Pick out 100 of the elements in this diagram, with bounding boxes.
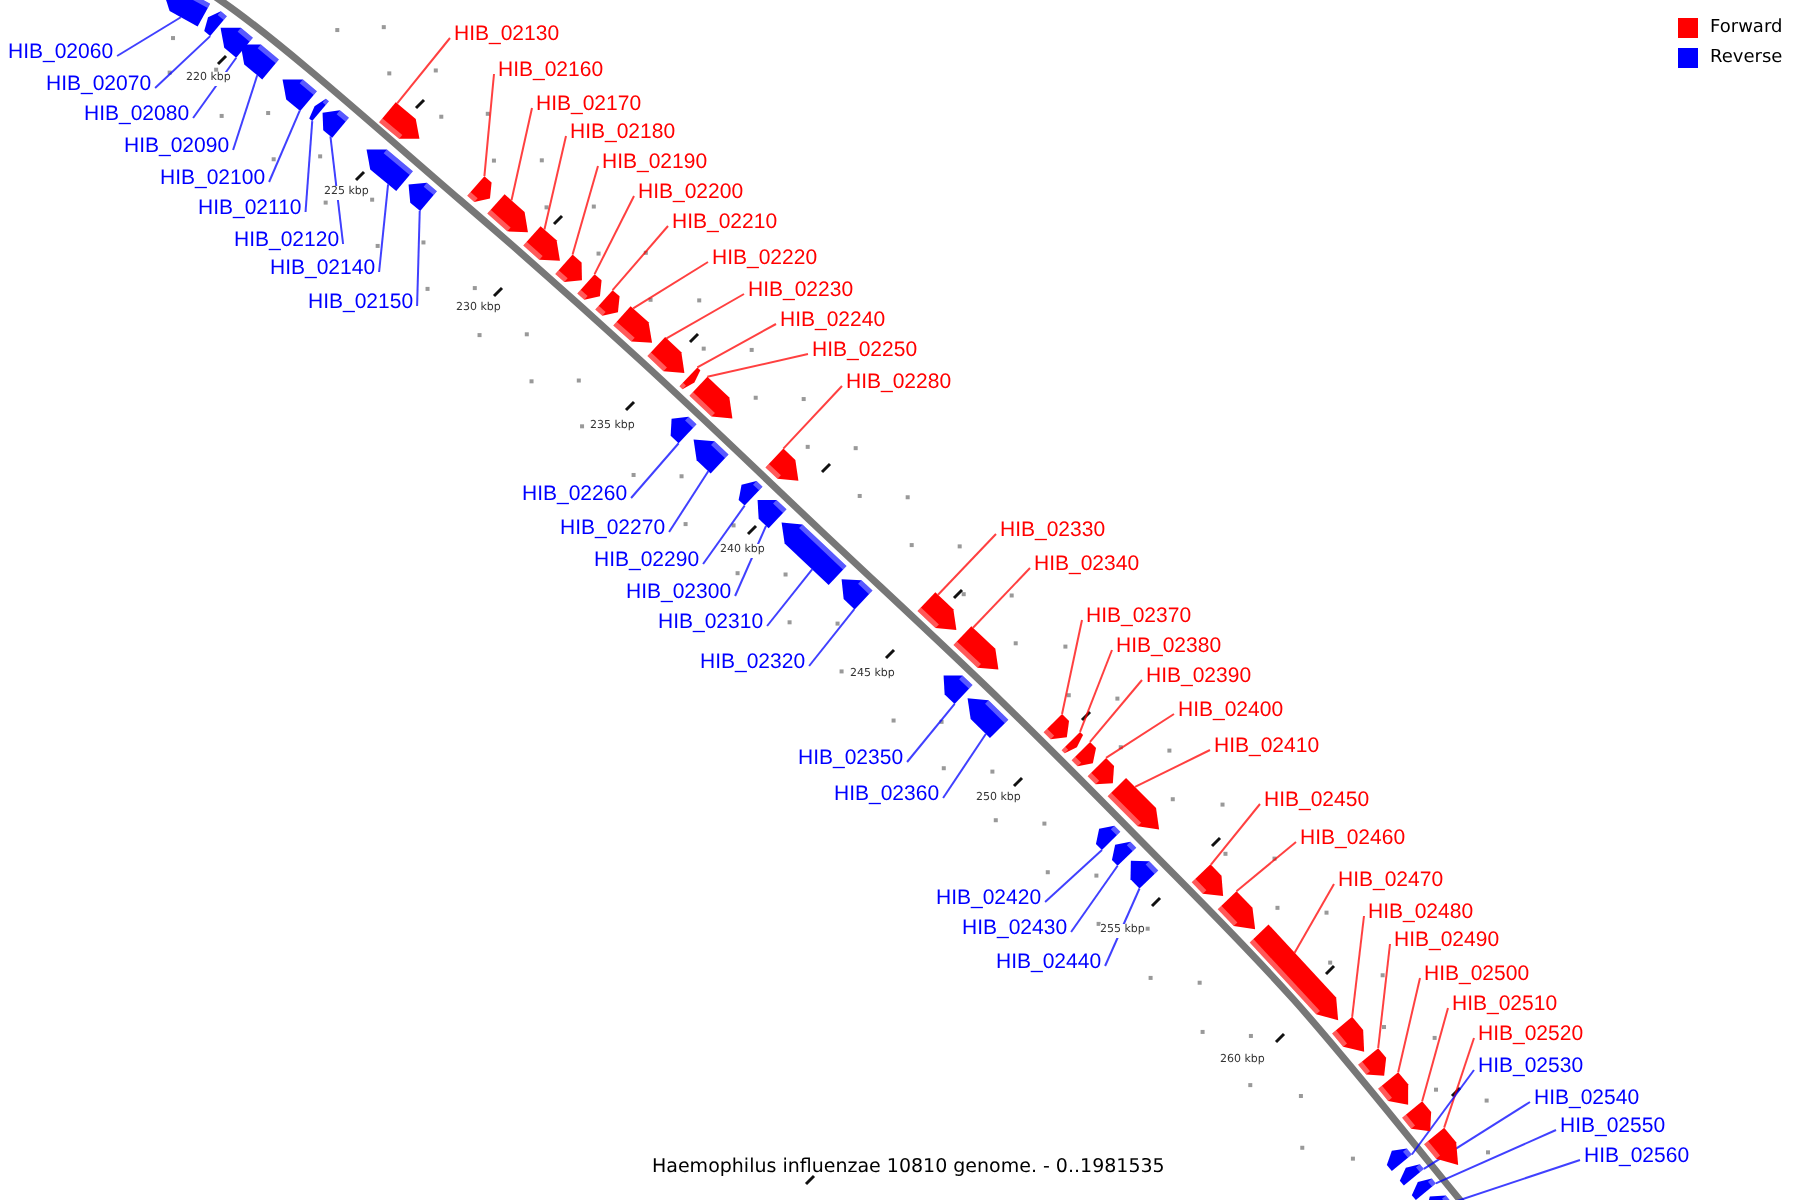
leader-line: [268, 109, 301, 183]
gene-glyph: [204, 11, 227, 37]
gene-glyph: [679, 367, 701, 390]
leader-line: [232, 74, 259, 151]
gene-glyph: [1087, 757, 1115, 785]
leader-line: [116, 16, 182, 57]
gene-label: HIB_02300: [626, 580, 732, 604]
gene-label: HIB_02460: [1300, 826, 1406, 850]
gene-glyph: [689, 376, 733, 419]
gene-label: HIB_02320: [700, 650, 806, 674]
gene-glyph: [1095, 825, 1121, 851]
gene-glyph: [670, 416, 697, 444]
gene-label: HIB_02280: [846, 370, 952, 394]
gene-label: HIB_02330: [1000, 518, 1106, 542]
gene-glyph: [1249, 924, 1339, 1021]
gene-label: HIB_02170: [536, 92, 642, 116]
gene-label: HIB_02080: [84, 102, 190, 126]
gene-label: HIB_02360: [834, 782, 940, 806]
gene-label: HIB_02060: [8, 40, 114, 64]
gene-label: HIB_02250: [812, 338, 918, 362]
leader-line: [706, 353, 809, 378]
gene-glyph: [555, 254, 582, 282]
leader-line: [808, 608, 856, 667]
gene-glyph: [647, 337, 685, 374]
leader-line: [702, 504, 746, 565]
leader-line: [1421, 1007, 1449, 1103]
gene-label: HIB_02540: [1534, 1086, 1640, 1110]
gene-label: HIB_02470: [1338, 868, 1444, 892]
gene-glyph: [1071, 741, 1097, 767]
gene-label: HIB_02100: [160, 166, 266, 190]
leader-line: [192, 56, 238, 119]
leader-line: [1443, 1037, 1475, 1129]
gene-glyph: [577, 274, 602, 300]
gene-glyph: [366, 149, 413, 192]
leader-line: [696, 323, 777, 369]
gene-glyph: [693, 439, 729, 474]
gene-label: HIB_02190: [602, 150, 708, 174]
gene-glyph: [1217, 891, 1256, 930]
gene-glyph: [781, 522, 847, 585]
gene-label: HIB_02450: [1264, 788, 1370, 812]
leader-line: [154, 35, 212, 89]
leader-line: [632, 261, 709, 310]
gene-label: HIB_02160: [498, 58, 604, 82]
gene-glyph: [379, 102, 420, 139]
leader-line: [630, 442, 680, 499]
legend-label: Forward: [1710, 18, 1783, 40]
gene-glyph: [1043, 713, 1070, 740]
gene-glyph: [1424, 1127, 1459, 1165]
gene-label: HIB_02120: [234, 228, 340, 252]
leader-line: [571, 165, 599, 256]
gene-label: HIB_02290: [594, 548, 700, 572]
gene-glyph: [841, 579, 873, 610]
leader-line: [1105, 713, 1175, 759]
leader-line: [1044, 849, 1103, 903]
gene-label: HIB_02310: [658, 610, 764, 634]
gene-glyph: [467, 176, 492, 202]
gene-glyph: [757, 499, 787, 529]
gene-label: HIB_02220: [712, 246, 818, 270]
leader-line: [1422, 1101, 1531, 1170]
leader-line: [416, 209, 421, 307]
leader-line: [1104, 887, 1141, 967]
leader-line: [766, 568, 814, 627]
gene-label: HIB_02380: [1116, 634, 1222, 658]
leader-line: [1351, 915, 1365, 1018]
gene-label: HIB_02550: [1560, 1114, 1666, 1138]
gene-label: HIB_02430: [962, 916, 1068, 940]
gene-glyph: [240, 44, 279, 80]
gene-label: HIB_02510: [1452, 992, 1558, 1016]
gene-glyph: [765, 448, 799, 481]
gene-glyph: [967, 698, 1009, 739]
gene-label: HIB_02410: [1214, 734, 1320, 758]
gene-glyph: [523, 226, 560, 261]
leader-line: [1434, 1129, 1557, 1185]
gene-label: HIB_02340: [1034, 552, 1140, 576]
leader-line: [665, 293, 745, 340]
legend-label: Reverse: [1710, 48, 1783, 70]
gene-label: HIB_02480: [1368, 900, 1474, 924]
leader-line: [1293, 883, 1335, 954]
gene-label: HIB_02370: [1086, 604, 1192, 628]
leader-line: [1070, 864, 1119, 933]
leader-line: [1209, 803, 1261, 866]
leader-line: [329, 135, 345, 245]
leader-line: [510, 107, 533, 202]
leader-line: [378, 183, 390, 273]
gene-glyph: [613, 306, 653, 343]
leader-line: [1410, 1069, 1475, 1156]
gene-label: HIB_02140: [270, 256, 376, 280]
gene-label: HIB_02180: [570, 120, 676, 144]
gene-label: HIB_02090: [124, 134, 230, 158]
gene-glyph: [1425, 1195, 1452, 1200]
gene-label: HIB_02270: [560, 516, 666, 540]
gene-glyph: [322, 110, 349, 138]
gene-label: HIB_02130: [454, 22, 560, 46]
gene-label: HIB_02240: [780, 308, 886, 332]
gene-glyph: [1402, 1101, 1432, 1132]
leader-line: [593, 195, 635, 276]
caption: Haemophilus influenzae 10810 genome. - 0..1981535: [652, 1156, 1165, 1180]
leader-line: [483, 73, 495, 178]
gene-label: HIB_02200: [638, 180, 744, 204]
gene-label: HIB_02420: [936, 886, 1042, 910]
